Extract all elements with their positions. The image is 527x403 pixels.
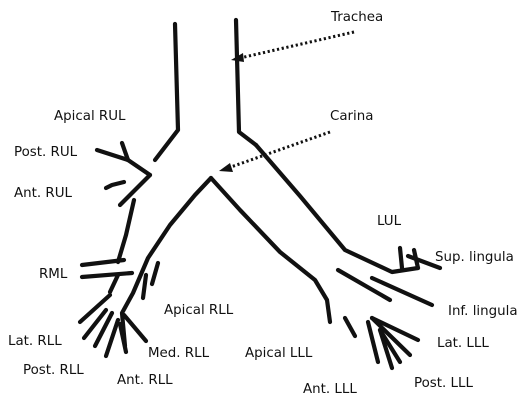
right-lower-outer-wall bbox=[110, 275, 118, 292]
post-rul-label: Post. RUL bbox=[14, 146, 77, 159]
ant-rul-label: Ant. RUL bbox=[14, 187, 72, 200]
trachea-pointer-line bbox=[240, 32, 354, 58]
apical-rll-branch-b bbox=[143, 275, 146, 298]
ant-rul-branch bbox=[106, 182, 124, 188]
lat-lll-label: Lat. LLL bbox=[437, 337, 489, 350]
rml-branch-upper bbox=[82, 260, 124, 265]
carina-pointer-arrowhead bbox=[219, 163, 233, 172]
carina-label: Carina bbox=[330, 110, 373, 123]
rml-label: RML bbox=[39, 268, 67, 281]
apical-lll-label: Apical LLL bbox=[245, 347, 312, 360]
inf-lingula-label: Inf. lingula bbox=[448, 305, 518, 318]
right-upper-lobe-bronchus bbox=[128, 160, 150, 175]
apical-rul-label: Apical RUL bbox=[54, 110, 126, 123]
trachea-right-wall bbox=[236, 20, 256, 145]
trachea-label: Trachea bbox=[331, 11, 383, 24]
post-rll-label: Post. RLL bbox=[23, 364, 84, 377]
ant-lll-branch bbox=[368, 322, 378, 362]
lat-rll-label: Lat. RLL bbox=[8, 335, 62, 348]
apical-rll-label: Apical RLL bbox=[164, 304, 233, 317]
ant-rll-label: Ant. RLL bbox=[117, 374, 173, 387]
right-intermediate-outer-wall bbox=[118, 200, 134, 262]
med-rll-branch bbox=[124, 315, 146, 341]
carina-left-wall bbox=[211, 178, 330, 322]
ant-lll-label: Ant. LLL bbox=[303, 383, 357, 396]
rml-branch-lower bbox=[82, 273, 132, 277]
lul-label: LUL bbox=[377, 215, 401, 228]
med-rll-label: Med. RLL bbox=[148, 347, 209, 360]
inf-lingula-branch bbox=[372, 278, 432, 305]
apical-rll-branch-a bbox=[152, 263, 158, 284]
trachea-left-wall bbox=[155, 24, 178, 160]
apical-lll-branch bbox=[345, 318, 355, 336]
post-lll-label: Post. LLL bbox=[414, 377, 473, 390]
left-lower-outer-wall bbox=[338, 270, 390, 300]
sup-lingula-label: Sup. lingula bbox=[435, 251, 514, 264]
lul-branch bbox=[400, 248, 402, 268]
